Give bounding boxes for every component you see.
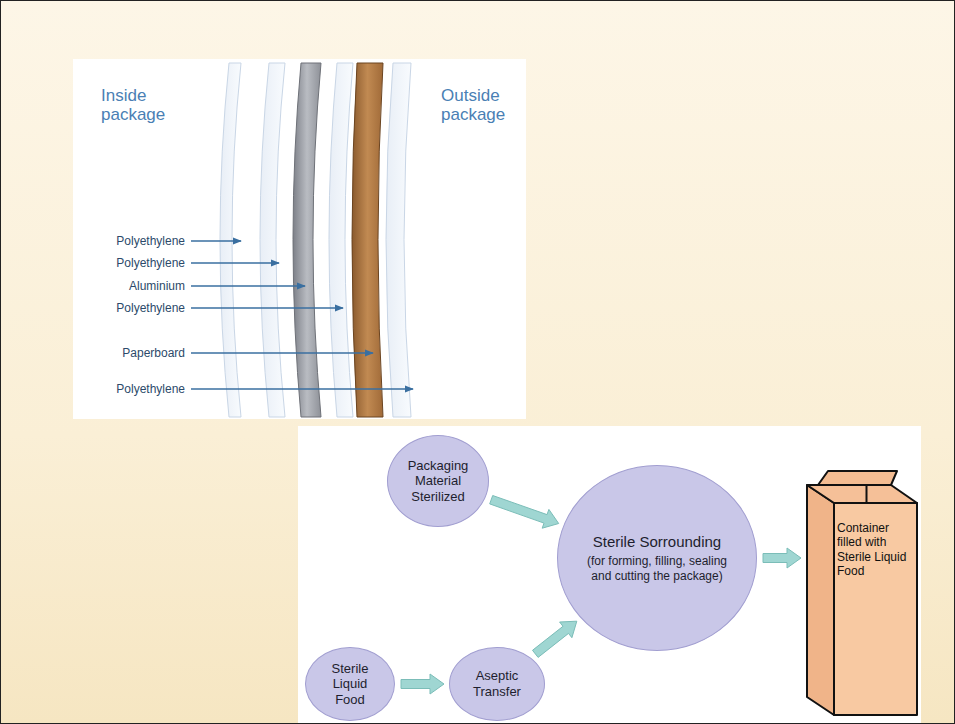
node-title: Packaging Material Sterilized	[401, 458, 475, 505]
layer-label: Polyethylene	[81, 382, 185, 396]
process-circle: Packaging Material Sterilized	[387, 435, 489, 527]
layer-label: Polyethylene	[81, 301, 185, 315]
carton-outline	[806, 469, 919, 717]
node-title: Sterile Liquid Food	[318, 661, 383, 708]
layer-label: Polyethylene	[81, 234, 185, 248]
layer-label: Polyethylene	[81, 256, 185, 270]
layer-label: Paperboard	[81, 346, 185, 360]
side-label: Inside package	[101, 87, 191, 124]
flow-arrow	[533, 621, 577, 657]
layer-label: Aluminium	[81, 279, 185, 293]
container-box: Container filled with Sterile Liquid Foo…	[806, 469, 919, 717]
process-circle: Aseptic Transfer	[449, 647, 545, 721]
flow-arrow	[401, 674, 444, 694]
flow-arrow	[490, 496, 559, 529]
node-title: Aseptic Transfer	[462, 668, 531, 699]
side-label: Outside package	[441, 87, 521, 124]
process-circle: Sterile Sorrounding (for forming, filling…	[557, 465, 757, 651]
node-title: Container filled with Sterile Liquid Foo…	[837, 521, 915, 579]
flow-arrow	[763, 548, 801, 568]
node-title: Sterile Sorrounding	[593, 533, 721, 551]
node-note: (for forming, filling, sealing and cutti…	[584, 554, 730, 583]
process-circle: Sterile Liquid Food	[305, 647, 395, 721]
